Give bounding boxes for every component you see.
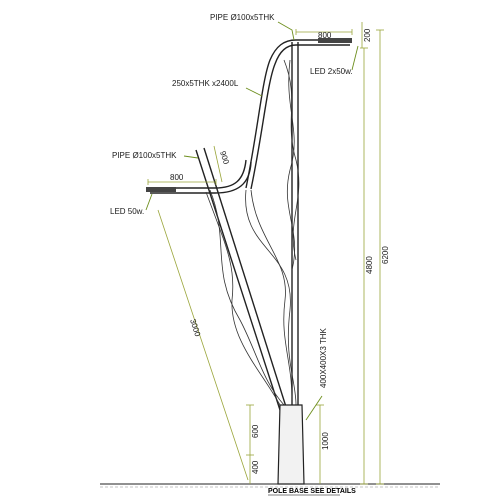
left-arm-upper	[150, 159, 247, 189]
leader-pipe-left	[183, 155, 199, 159]
label-arm-curve: 250x5THK x2400L	[172, 79, 239, 88]
dim-600: 600	[251, 424, 260, 438]
dim-top-arm: 800	[318, 31, 332, 40]
leaning-pipe-left	[195, 149, 281, 411]
twist-f	[205, 191, 281, 406]
top-arm-inner	[250, 44, 350, 190]
twist-a	[250, 189, 293, 401]
leaning-pipe-right	[203, 147, 288, 411]
leader-led-left	[145, 193, 153, 211]
twist-d	[286, 59, 296, 271]
dim-left-arm: 800	[170, 173, 184, 182]
dim-diagonal: 3000	[188, 318, 202, 338]
leader-pipe-top	[277, 21, 295, 41]
twist-c	[283, 59, 300, 261]
dim-left-rise-line	[213, 145, 223, 183]
twist-b	[245, 189, 297, 406]
label-led-left: LED 50w.	[110, 207, 144, 216]
pole-base-block	[277, 404, 305, 485]
leader-base-plate	[305, 395, 323, 421]
leader-led-top	[351, 45, 359, 71]
top-led-fixture	[318, 38, 352, 43]
label-base-plate: 400X400X3 THK	[319, 327, 328, 388]
dim-6200: 6200	[381, 246, 390, 264]
twist-e	[209, 189, 285, 406]
dim-left-rise: 900	[218, 150, 231, 166]
dim-diagonal-line	[157, 209, 249, 481]
label-led-top: LED 2x50w.	[310, 67, 353, 76]
label-pipe-top: PIPE Ø100x5THK	[210, 13, 275, 22]
dim-400: 400	[251, 460, 260, 474]
top-arm-outer	[245, 39, 350, 189]
left-led-fixture	[146, 187, 176, 192]
left-arm-lower	[150, 161, 252, 194]
label-base-note: POLE BASE SEE DETAILS	[268, 488, 356, 495]
dim-1000: 1000	[321, 432, 330, 450]
leader-arm-curve	[245, 87, 263, 97]
dim-4800: 4800	[365, 256, 374, 274]
dim-top-rise: 200	[363, 28, 372, 42]
label-pipe-left: PIPE Ø100x5THK	[112, 151, 177, 160]
